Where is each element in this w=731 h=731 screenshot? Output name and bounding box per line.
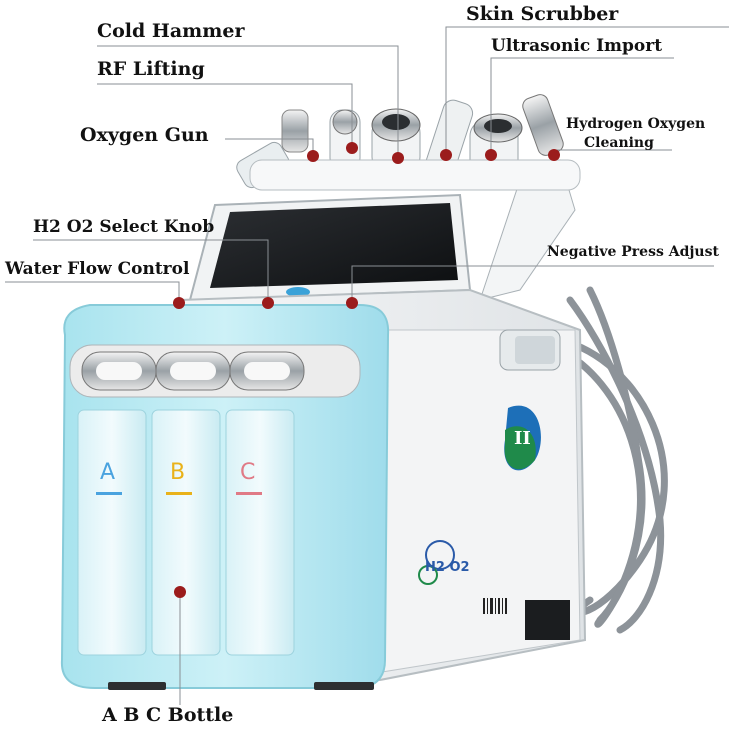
dot-water-flow [173,297,185,309]
dot-negative-press [346,297,358,309]
label-ultrasonic-import: Ultrasonic Import [491,36,663,56]
label-negative-press-adjust: Negative Press Adjust [547,244,719,260]
dot-skin-scrubber [440,149,452,161]
dot-cold-hammer [392,152,404,164]
bottle-letter-a: A [100,460,116,485]
label-rf-lifting: RF Lifting [97,58,205,80]
bottle-letter-c: C [240,460,256,485]
dot-oxygen-gun [307,150,319,162]
side-badge-text: II [514,428,531,449]
label-skin-scrubber: Skin Scrubber [466,3,619,25]
label-hydrogen-oxygen-line2: Cleaning [584,135,654,151]
callout-lines [5,26,729,705]
callout-dots [173,142,560,598]
dot-ultrasonic-import [485,149,497,161]
dot-h2o2-knob [262,297,274,309]
label-oxygen-gun: Oxygen Gun [80,124,209,146]
label-water-flow-control: Water Flow Control [5,259,190,279]
label-cold-hammer: Cold Hammer [97,20,245,42]
label-h2o2-select-knob: H2 O2 Select Knob [33,217,215,237]
h2o2-mark: H2 O2 [425,560,470,575]
bottle-shell [60,304,390,690]
bottle-letter-b: B [170,460,186,485]
touch-screen [188,193,472,302]
dot-rf-lifting [346,142,358,154]
barcode [483,598,507,614]
label-hydrogen-oxygen-line1: Hydrogen Oxygen [566,116,706,132]
dot-hydrogen-oxygen [548,149,560,161]
label-abc-bottle: A B C Bottle [102,704,234,726]
dot-abc-bottle [174,586,186,598]
